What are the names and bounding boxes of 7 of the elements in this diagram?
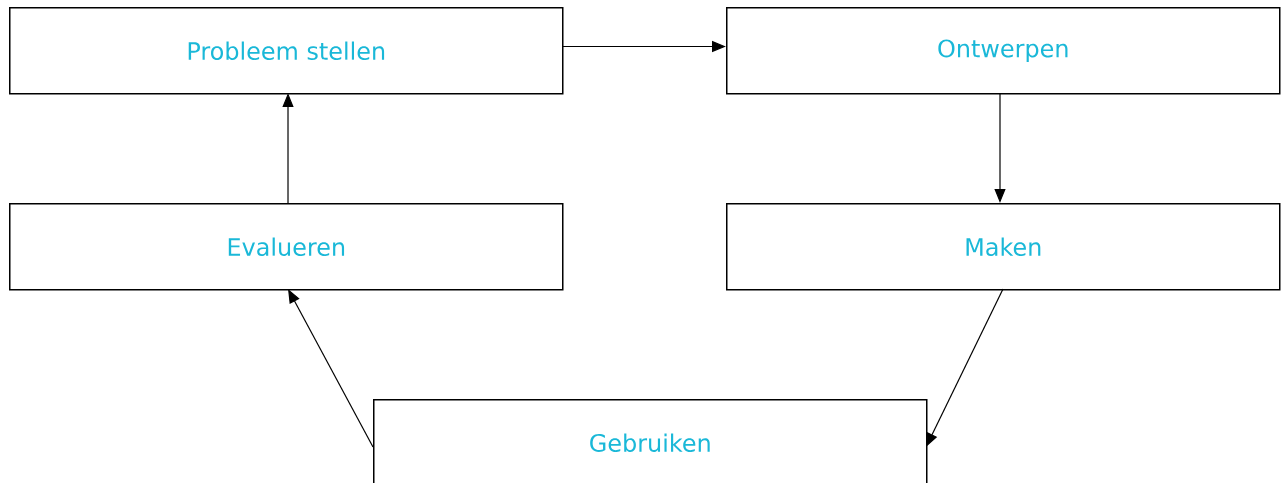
process-box: Ontwerpen [726, 7, 1281, 95]
process-box: Maken [726, 203, 1281, 291]
process-box: Gebruiken [373, 399, 928, 483]
process-box: Probleem stellen [9, 7, 564, 95]
process-box: Evalueren [9, 203, 564, 291]
arrow [926, 288, 1004, 447]
arrow [288, 289, 374, 448]
